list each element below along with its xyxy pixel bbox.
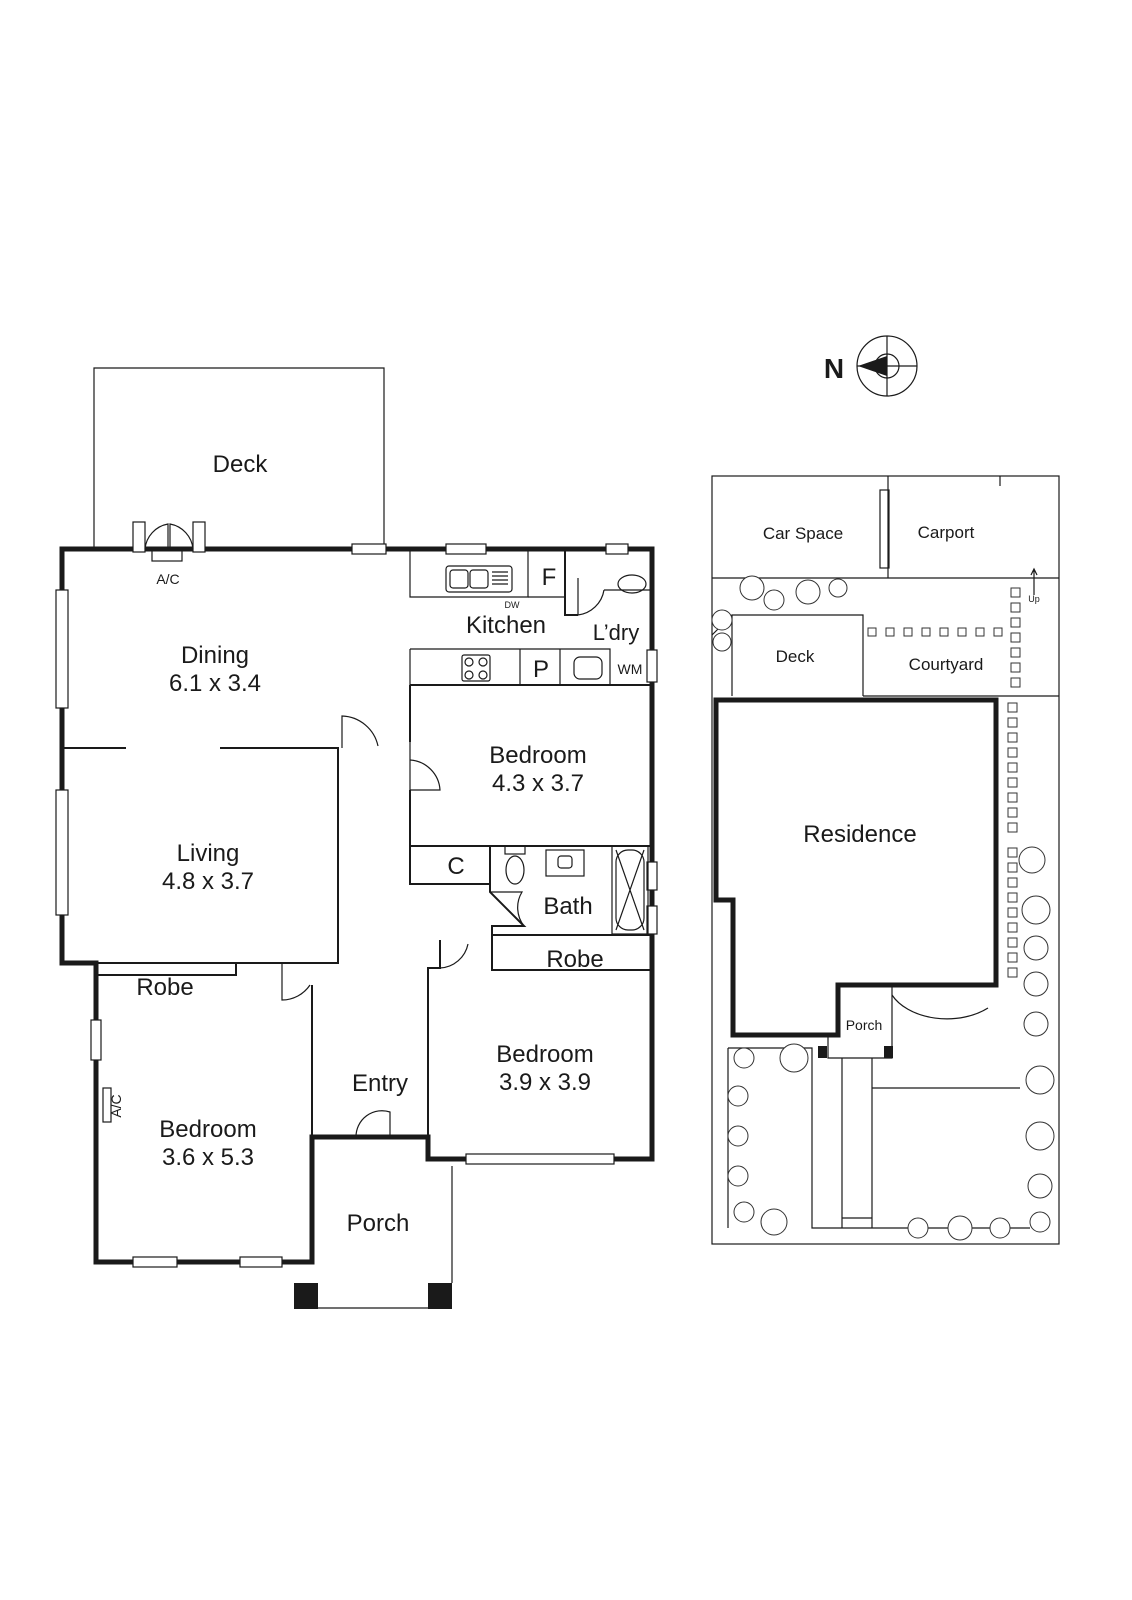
- compass-needle: [858, 356, 887, 376]
- door-swings: [281, 715, 525, 1138]
- cupboard-label: C: [447, 853, 464, 880]
- stairs-up-arrow: [1030, 567, 1038, 595]
- interior-walls: [62, 549, 652, 1137]
- window: [239, 1256, 283, 1268]
- french-doors: [132, 521, 206, 562]
- carport-label: Carport: [918, 523, 975, 542]
- entry-label: Entry: [352, 1070, 408, 1097]
- site-porch-label: Porch: [846, 1017, 883, 1033]
- bedroom-2-size: 3.9 x 3.9: [499, 1069, 591, 1096]
- ac-unit: [102, 1087, 112, 1123]
- bedroom-3-label: Bedroom: [159, 1116, 256, 1143]
- pantry-label: P: [533, 656, 549, 683]
- compass-north-label: N: [824, 353, 844, 384]
- bedroom-3-size: 3.6 x 5.3: [162, 1144, 254, 1171]
- residence-label: Residence: [803, 821, 916, 848]
- window: [445, 543, 487, 555]
- porch-outline: [318, 1166, 453, 1309]
- residence-wall: [713, 697, 999, 1038]
- living-label: Living: [177, 840, 240, 867]
- courtyard-label: Courtyard: [909, 655, 984, 674]
- dining-label: Dining: [181, 642, 249, 669]
- robe-1-label: Robe: [136, 974, 193, 1001]
- site-porch-post: [884, 1046, 893, 1058]
- kitchen-label: Kitchen: [466, 612, 546, 639]
- window: [646, 861, 658, 891]
- window: [465, 1153, 615, 1165]
- site-porch-post: [818, 1046, 827, 1058]
- porch-label: Porch: [347, 1210, 410, 1237]
- dishwasher-label: DW: [505, 600, 520, 610]
- window: [351, 543, 387, 555]
- bath-fixtures: [504, 845, 649, 935]
- bath-label: Bath: [543, 893, 592, 920]
- laundry-sink: [573, 656, 603, 680]
- bedroom-1-size: 4.3 x 3.7: [492, 770, 584, 797]
- robe-2-label: Robe: [546, 946, 603, 973]
- up-label: Up: [1028, 594, 1040, 604]
- washing-machine-label: WM: [618, 661, 643, 677]
- carport-post: [879, 489, 890, 569]
- site-boundary: [711, 475, 1060, 1245]
- window: [90, 1019, 102, 1061]
- main-floor-plan: Deck Dining 6.1 x 3.4 Kitchen L’dry Bedr…: [55, 367, 658, 1309]
- courtyard-pavers: [867, 627, 1003, 637]
- window: [646, 649, 658, 683]
- window: [55, 789, 69, 916]
- porch-post: [428, 1283, 452, 1309]
- kitchen-sink: [445, 565, 513, 593]
- window: [605, 543, 629, 555]
- porch-post: [294, 1283, 318, 1309]
- window: [132, 1256, 178, 1268]
- window: [55, 589, 69, 709]
- laundry-label: L’dry: [593, 620, 639, 645]
- site-deck-outline: [731, 614, 864, 696]
- dining-size: 6.1 x 3.4: [169, 670, 261, 697]
- living-size: 4.8 x 3.7: [162, 868, 254, 895]
- deck-outline: [93, 367, 385, 549]
- bedroom-1-label: Bedroom: [489, 742, 586, 769]
- landscape-trees: [711, 575, 1055, 1241]
- deck-label: Deck: [213, 451, 269, 478]
- laundry-toilet: [617, 574, 647, 594]
- ac-1-label: A/C: [156, 571, 179, 587]
- car-space-label: Car Space: [763, 524, 843, 543]
- compass: N: [824, 335, 918, 397]
- site-plan: Car Space Carport Up Deck Courtyard: [711, 475, 1060, 1245]
- ac-2-label: A/C: [108, 1094, 124, 1117]
- fridge-label: F: [542, 564, 557, 591]
- cooktop: [461, 654, 491, 682]
- site-deck-label: Deck: [776, 647, 815, 666]
- side-path-pavers: [1007, 587, 1021, 978]
- bedroom-2-label: Bedroom: [496, 1041, 593, 1068]
